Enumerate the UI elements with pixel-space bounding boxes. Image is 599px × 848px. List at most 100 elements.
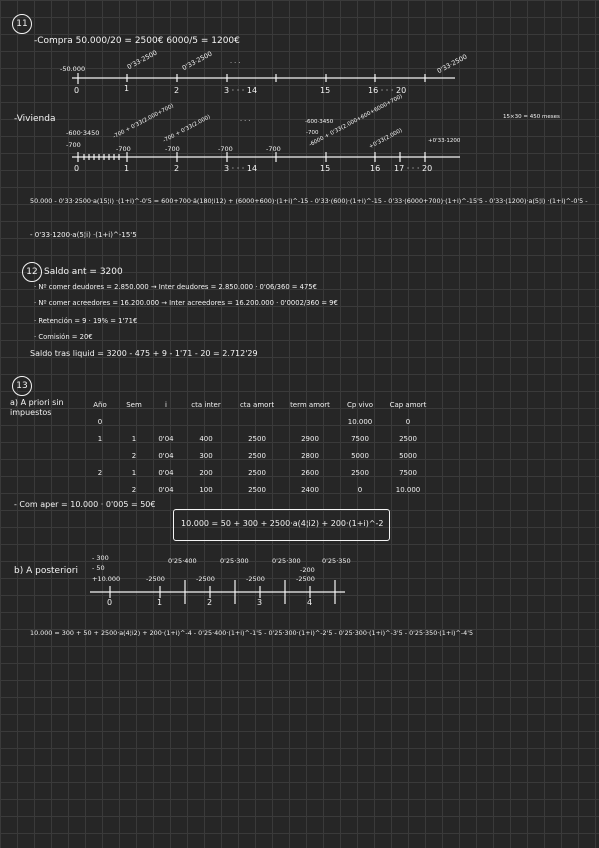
- vivienda-right-note: 15×30 = 450 meses: [503, 114, 560, 120]
- table-cell: 10.000: [395, 485, 421, 494]
- table-cell: 2900: [301, 434, 319, 443]
- table-cell: 1: [131, 468, 137, 477]
- b-below-4: -2500: [296, 575, 315, 583]
- amortization-table: Año Sem i cta inter cta amort term amort…: [83, 396, 433, 498]
- ex13-boxed-equation: 10.000 = 50 + 300 + 2500·a(4¦i2) + 200·(…: [181, 519, 384, 528]
- table-cell: 300: [199, 451, 213, 460]
- ex11-equation-2: - 0'33·1200·a(5¦i) ·(1+i)^-15'5: [30, 231, 137, 239]
- table-cell: 1: [131, 434, 137, 443]
- ex12-saldo: Saldo tras liquid = 3200 - 475 + 9 - 1'7…: [30, 349, 258, 358]
- b-above-2: 0'25·300: [220, 557, 249, 565]
- table-cell: 2500: [399, 434, 417, 443]
- header-cell: Cp vivo: [346, 400, 374, 409]
- table-cell: [117, 413, 151, 430]
- header-cell: term amort: [290, 400, 330, 409]
- table-row: 0 10.000 0: [83, 413, 433, 430]
- compra-tick-15: 15: [320, 86, 331, 95]
- table-cell: 5000: [351, 451, 369, 460]
- vivienda-below-1: -700: [116, 145, 131, 153]
- table-cell: 5000: [399, 451, 417, 460]
- b-tick-2: 2: [207, 598, 213, 607]
- vivienda-tick-1: 1: [124, 164, 130, 173]
- ex11-equation: 50.000 - 0'33·2500·a(15¦i) ·(1+i)^-0'5 =…: [30, 197, 588, 205]
- ex13-b-label: b) A posteriori: [14, 566, 78, 576]
- table-cell: 2800: [301, 451, 319, 460]
- table-header-row: Año Sem i cta inter cta amort term amort…: [83, 396, 433, 413]
- vivienda-above-5: -700: [306, 130, 319, 136]
- ex13-final-equation: 10.000 = 300 + 50 + 2500·a(4¦i2) + 200·(…: [30, 629, 474, 637]
- compra-tick-3: 3 · · · 14: [224, 86, 258, 95]
- table-cell: [151, 413, 181, 430]
- b-below-3: -2500: [246, 575, 265, 583]
- table-cell: 0: [405, 417, 411, 426]
- table-cell: 2500: [248, 468, 266, 477]
- header-cell: Año: [93, 400, 107, 409]
- ex13-comision: - Com aper = 10.000 · 0'005 = 50€: [14, 500, 156, 509]
- header-cell: Sem: [126, 400, 142, 409]
- compra-tick-2: 2: [174, 86, 180, 95]
- compra-tick-1: 1: [124, 84, 130, 93]
- vivienda-tick-0: 0: [74, 164, 80, 173]
- vivienda-below-4: -700: [266, 145, 281, 153]
- b-tick-1: 1: [157, 598, 163, 607]
- b-above-3: 0'25·300: [272, 557, 301, 565]
- header-cell: cta amort: [239, 400, 275, 409]
- table-cell: 2: [131, 451, 137, 460]
- table-cell: 7500: [351, 434, 369, 443]
- vivienda-left-2: -700: [66, 141, 81, 149]
- vivienda-below-2: -700: [165, 145, 180, 153]
- b-left-1: - 300: [92, 554, 109, 562]
- table-cell: 7500: [399, 468, 417, 477]
- header-cell: cta inter: [191, 400, 221, 409]
- table-cell: [83, 481, 117, 498]
- compra-above-dots: · · ·: [230, 59, 241, 67]
- b-below-2: -2500: [196, 575, 215, 583]
- table-cell: 10.000: [347, 417, 373, 426]
- ex12-title: Saldo ant = 3200: [44, 267, 123, 277]
- b-tick-3: 3: [257, 598, 263, 607]
- table-cell: 2: [131, 485, 137, 494]
- compra-left: -50.000: [60, 65, 86, 73]
- compra-line: -Compra 50.000/20 = 2500€ 6000/5 = 1200€: [34, 36, 240, 46]
- vivienda-tick-17: 17 · · · 20: [394, 164, 433, 173]
- vivienda-tick-2: 2: [174, 164, 180, 173]
- b-left-3: +10.000: [92, 575, 121, 583]
- table-cell: [283, 413, 337, 430]
- boxed-equation-frame: [173, 509, 390, 541]
- table-cell: 2600: [301, 468, 319, 477]
- table-cell: 0: [357, 485, 363, 494]
- b-above-1: 0'25·400: [168, 557, 197, 565]
- header-cell: Cap amort: [389, 400, 427, 409]
- table-cell: 2400: [301, 485, 319, 494]
- b-above-4: 0'25·350: [322, 557, 351, 565]
- table-cell: 2500: [248, 451, 266, 460]
- ex12-line-4: · Comisión = 20€: [34, 333, 93, 341]
- table-cell: 0'04: [158, 468, 174, 477]
- compra-tick-16: 16 · · · 20: [368, 86, 407, 95]
- table-cell: 0: [97, 417, 103, 426]
- vivienda-below-3: -700: [218, 145, 233, 153]
- vivienda-tick-15: 15: [320, 164, 331, 173]
- table-cell: [83, 447, 117, 464]
- table-cell: [231, 413, 283, 430]
- vivienda-tick-3: 3 · · · 14: [224, 164, 258, 173]
- vivienda-above-4: -600·3450: [305, 119, 334, 125]
- exercise-12-number: 12: [22, 262, 42, 282]
- table-cell: 1: [97, 434, 103, 443]
- table-cell: [181, 413, 231, 430]
- ex12-line-3: · Retención = 9 · 19% = 1'71€: [34, 317, 138, 325]
- table-cell: 0'04: [158, 485, 174, 494]
- vivienda-above-8: +0'33·1200: [428, 138, 461, 144]
- b-left-2: - 50: [92, 564, 105, 572]
- compra-tick-0: 0: [74, 86, 80, 95]
- b-below-1: -2500: [146, 575, 165, 583]
- table-cell: 2: [97, 468, 103, 477]
- ex12-line-1: · Nº comer deudores = 2.850.000 → Inter …: [34, 283, 317, 291]
- exercise-11-number: 11: [12, 14, 32, 34]
- exercise-13-number: 13: [12, 376, 32, 396]
- vivienda-left-1: -600·3450: [66, 129, 100, 137]
- vivienda-above-dots: · · ·: [240, 117, 251, 125]
